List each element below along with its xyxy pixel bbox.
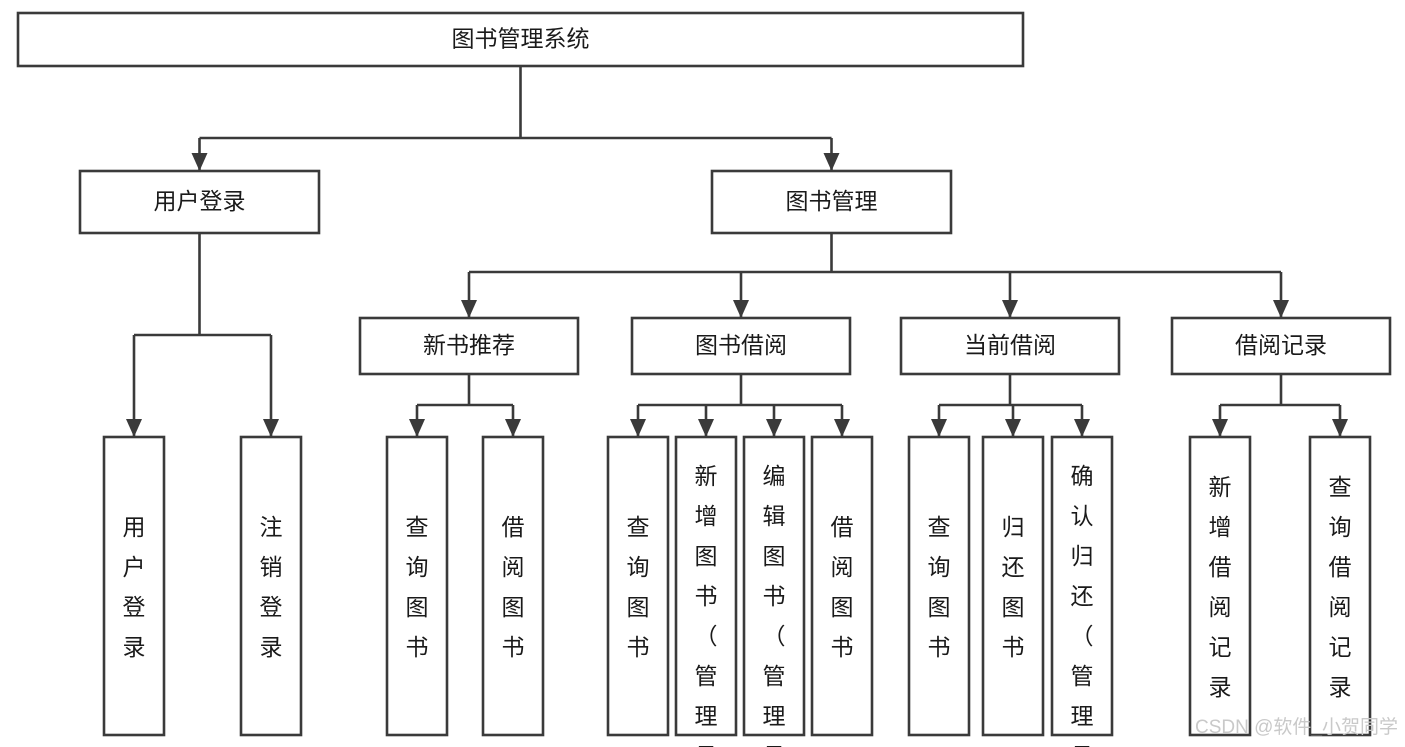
leaf-box[interactable] — [102, 435, 166, 737]
node-current-borrow[interactable]: 当前借阅 — [899, 316, 1121, 376]
arrowhead-icon — [1212, 419, 1228, 437]
node-leaf-logout[interactable]: 注销登录 — [239, 435, 303, 737]
leaf-label: 借阅图书 — [502, 514, 525, 660]
leaf-box[interactable] — [810, 435, 874, 737]
node-label: 用户登录 — [154, 188, 246, 214]
node-user-login[interactable]: 用户登录 — [78, 169, 321, 235]
leaf-box[interactable] — [1050, 435, 1114, 737]
leaf-box[interactable] — [1308, 435, 1372, 737]
arrowhead-icon — [630, 419, 646, 437]
node-box[interactable] — [710, 169, 953, 235]
node-new-book-recommend[interactable]: 新书推荐 — [358, 316, 580, 376]
leaf-box[interactable] — [385, 435, 449, 737]
diagram-nodes: 图书管理系统用户登录图书管理新书推荐图书借阅当前借阅借阅记录用户登录注销登录查询… — [16, 11, 1392, 747]
leaf-label: 编辑图书（管理员） — [763, 463, 786, 747]
node-leaf-user-login[interactable]: 用户登录 — [102, 435, 166, 737]
arrowhead-icon — [823, 153, 840, 171]
leaf-label: 注销登录 — [260, 514, 283, 660]
leaf-box[interactable] — [606, 435, 670, 737]
arrowhead-icon — [733, 300, 749, 318]
node-box[interactable] — [78, 169, 321, 235]
node-box[interactable] — [16, 11, 1025, 68]
node-book-management[interactable]: 图书管理 — [710, 169, 953, 235]
node-borrow-record[interactable]: 借阅记录 — [1170, 316, 1392, 376]
node-label: 图书管理系统 — [452, 26, 590, 52]
node-leaf-edit-book-admin[interactable]: 编辑图书（管理员） — [742, 435, 806, 747]
leaf-box[interactable] — [907, 435, 971, 737]
node-box[interactable] — [358, 316, 580, 376]
arrowhead-icon — [1005, 419, 1021, 437]
node-leaf-borrow-book-1[interactable]: 借阅图书 — [481, 435, 545, 737]
leaf-box[interactable] — [1188, 435, 1252, 737]
leaf-label: 查询图书 — [406, 514, 429, 660]
leaf-box[interactable] — [481, 435, 545, 737]
arrowhead-icon — [698, 419, 714, 437]
leaf-label: 新增图书（管理员） — [695, 463, 718, 747]
node-box[interactable] — [1170, 316, 1392, 376]
leaf-label: 借阅图书 — [831, 514, 854, 660]
node-leaf-confirm-return[interactable]: 确认归还（管理员） — [1050, 435, 1114, 747]
arrowhead-icon — [1273, 300, 1289, 318]
arrowhead-icon — [461, 300, 477, 318]
arrowhead-icon — [1332, 419, 1348, 437]
node-leaf-query-book-3[interactable]: 查询图书 — [907, 435, 971, 737]
arrowhead-icon — [505, 419, 521, 437]
leaf-box[interactable] — [239, 435, 303, 737]
node-leaf-query-book-1[interactable]: 查询图书 — [385, 435, 449, 737]
arrowhead-icon — [191, 153, 208, 171]
arrowhead-icon — [766, 419, 782, 437]
leaf-label: 查询借阅记录 — [1329, 474, 1352, 700]
node-root-root[interactable]: 图书管理系统 — [16, 11, 1025, 68]
leaf-label: 确认归还（管理员） — [1071, 463, 1094, 747]
arrowhead-icon — [409, 419, 425, 437]
node-label: 图书借阅 — [695, 332, 787, 358]
leaf-box[interactable] — [742, 435, 806, 737]
leaf-box[interactable] — [981, 435, 1045, 737]
node-leaf-borrow-book-2[interactable]: 借阅图书 — [810, 435, 874, 737]
node-book-borrow[interactable]: 图书借阅 — [630, 316, 852, 376]
node-label: 图书管理 — [786, 188, 878, 214]
leaf-label: 归还图书 — [1002, 514, 1025, 660]
node-leaf-return-book[interactable]: 归还图书 — [981, 435, 1045, 737]
node-box[interactable] — [899, 316, 1121, 376]
csdn-watermark: CSDN @软件_小贺同学 — [1195, 716, 1398, 738]
node-label: 借阅记录 — [1235, 332, 1327, 358]
arrowhead-icon — [931, 419, 947, 437]
leaf-label: 查询图书 — [627, 514, 650, 660]
arrowhead-icon — [834, 419, 850, 437]
leaf-label: 查询图书 — [928, 514, 951, 660]
leaf-box[interactable] — [674, 435, 738, 737]
node-label: 当前借阅 — [964, 332, 1056, 358]
connector-edges — [126, 66, 1348, 437]
node-leaf-query-book-2[interactable]: 查询图书 — [606, 435, 670, 737]
node-leaf-query-borrow-record[interactable]: 查询借阅记录 — [1308, 435, 1372, 737]
arrowhead-icon — [1002, 300, 1018, 318]
node-leaf-add-book-admin[interactable]: 新增图书（管理员） — [674, 435, 738, 747]
arrowhead-icon — [263, 419, 279, 437]
arrowhead-icon — [126, 419, 142, 437]
arrowhead-icon — [1074, 419, 1090, 437]
leaf-label: 新增借阅记录 — [1209, 474, 1232, 700]
node-box[interactable] — [630, 316, 852, 376]
leaf-label: 用户登录 — [123, 514, 146, 660]
node-label: 新书推荐 — [423, 332, 515, 358]
node-leaf-add-borrow-record[interactable]: 新增借阅记录 — [1188, 435, 1252, 737]
